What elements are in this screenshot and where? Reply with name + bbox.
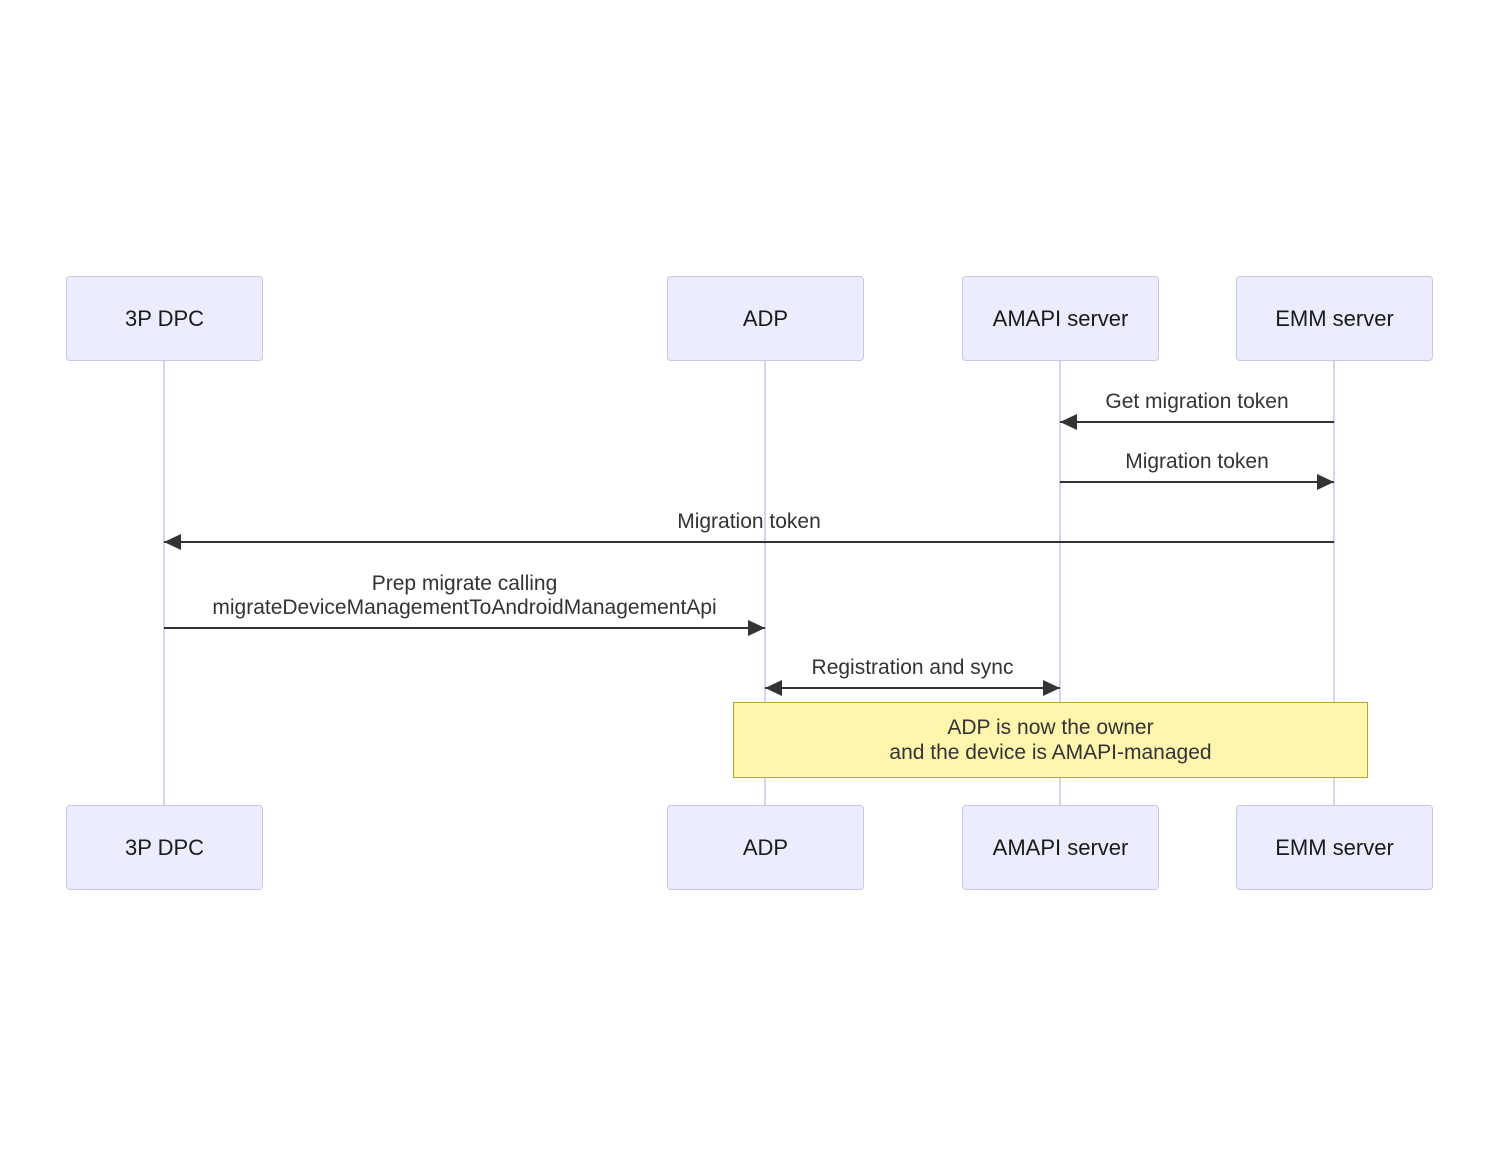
actor-label: EMM server [1275,834,1394,860]
actor-3p-dpc-top: 3P DPC [66,276,263,361]
message-label: Migration token [677,510,821,533]
actor-amapi-server-top: AMAPI server [962,276,1159,361]
actor-3p-dpc-bottom: 3P DPC [66,805,263,890]
message-prep-migrate: Prep migrate calling migrateDeviceManage… [164,572,765,636]
message-label: Migration token [1125,450,1269,473]
actor-adp-bottom: ADP [667,805,864,890]
actor-emm-server-top: EMM server [1236,276,1433,361]
lifeline-adp [764,361,766,805]
actor-adp-top: ADP [667,276,864,361]
actor-label: AMAPI server [992,834,1129,860]
message-get-migration-token: Get migration token [1060,390,1334,430]
actor-amapi-server-bottom: AMAPI server [962,805,1159,890]
actor-emm-server-bottom: EMM server [1236,805,1433,890]
actor-label: 3P DPC [124,305,205,331]
lifeline-3p-dpc [163,361,165,805]
message-label: Get migration token [1105,390,1289,413]
arrowhead-left-icon [765,680,782,696]
arrowhead-right-icon [1317,474,1334,490]
note-adp-owner: ADP is now the owner and the device is A… [733,702,1368,778]
actor-label: ADP [742,834,789,860]
message-label: Prep migrate calling migrateDeviceManage… [212,572,717,619]
arrowhead-right-icon [1043,680,1060,696]
note-text: ADP is now the owner and the device is A… [889,716,1212,764]
arrowhead-left-icon [164,534,181,550]
arrowhead-right-icon [748,620,765,636]
message-registration-and-sync: Registration and sync [765,656,1060,696]
message-label: Registration and sync [811,656,1014,679]
lifeline-emm-server [1333,361,1335,805]
message-migration-token-to-dpc: Migration token [164,510,1334,550]
actor-label: ADP [742,305,789,331]
actor-label: EMM server [1275,305,1394,331]
actor-label: 3P DPC [124,834,205,860]
lifeline-amapi-server [1059,361,1061,805]
actor-label: AMAPI server [992,305,1129,331]
arrowhead-left-icon [1060,414,1077,430]
message-migration-token-to-emm: Migration token [1060,450,1334,490]
